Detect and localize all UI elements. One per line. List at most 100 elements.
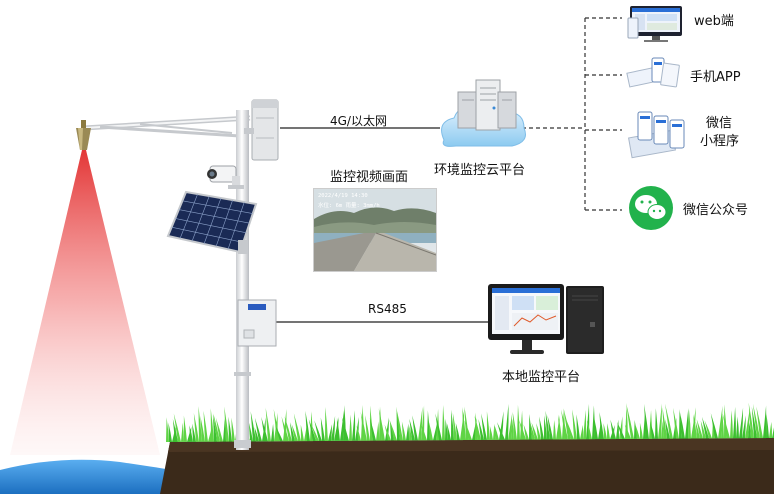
grass-blade bbox=[634, 422, 640, 439]
grass-blade bbox=[284, 416, 292, 442]
grass-blade bbox=[352, 410, 356, 441]
grass-blade bbox=[662, 407, 667, 439]
video-timestamp: 2022/4/19 14:30 bbox=[318, 193, 368, 199]
grass-blade bbox=[275, 425, 283, 442]
grass-blade bbox=[730, 410, 733, 439]
grass-blade bbox=[428, 420, 433, 441]
grass-blade bbox=[679, 409, 682, 439]
grass-blade bbox=[685, 408, 689, 439]
grass-blade bbox=[433, 422, 438, 441]
grass-blade bbox=[580, 424, 584, 440]
grass-blade bbox=[566, 419, 574, 440]
grass-blade bbox=[336, 417, 340, 441]
web-monitor-icon bbox=[627, 6, 682, 42]
grass-blade bbox=[451, 409, 454, 441]
grass-blade bbox=[478, 419, 484, 440]
solar-cell-line bbox=[171, 226, 244, 243]
grass-blade bbox=[396, 406, 403, 441]
grass-blade bbox=[409, 425, 412, 441]
grass-blade bbox=[644, 403, 649, 439]
grass-blade bbox=[489, 425, 493, 440]
phone-app-icon bbox=[626, 57, 680, 88]
surveillance-video-frame: 2022/4/19 14:30 水位: 6m 雨量: 3mm/h bbox=[313, 188, 437, 272]
grass-blade bbox=[745, 408, 750, 439]
grass-blade bbox=[751, 406, 757, 439]
grass-blade bbox=[261, 417, 268, 442]
grass-blade bbox=[248, 422, 253, 442]
grass-blade bbox=[572, 409, 577, 440]
grass-blade bbox=[494, 423, 499, 440]
grass-blade bbox=[497, 422, 505, 440]
solar-panel bbox=[166, 190, 258, 254]
grass-blade bbox=[389, 419, 397, 441]
grass bbox=[166, 402, 774, 443]
desktop-computer-icon bbox=[488, 284, 604, 354]
solar-cell-line bbox=[227, 201, 245, 250]
grass-blade bbox=[650, 421, 655, 439]
grass-blade bbox=[710, 413, 718, 439]
grass-blade bbox=[481, 413, 487, 440]
grass-blade bbox=[558, 414, 562, 440]
grass-blade bbox=[435, 413, 442, 441]
local-platform-label: 本地监控平台 bbox=[502, 370, 581, 385]
ground bbox=[160, 438, 774, 494]
grass-blade bbox=[181, 422, 184, 442]
rs485-link-label: RS485 bbox=[368, 302, 407, 316]
grass-blade bbox=[281, 416, 289, 442]
cloud-server-icon bbox=[441, 79, 526, 147]
rain-gauge bbox=[244, 99, 279, 161]
grass-blade bbox=[673, 407, 679, 439]
camera bbox=[207, 165, 244, 189]
grass-blade bbox=[752, 403, 760, 439]
grass-blade bbox=[553, 419, 556, 440]
grass-blade bbox=[173, 413, 181, 442]
grass-blade bbox=[700, 420, 706, 439]
client-wechat-official-label: 微信公众号 bbox=[683, 203, 749, 218]
video-info-overlay: 水位: 6m 雨量: 3mm/h bbox=[318, 203, 380, 209]
grass-blade bbox=[289, 422, 295, 442]
grass-blade bbox=[200, 415, 205, 442]
radar-level-sensor bbox=[76, 120, 91, 150]
grass-blade bbox=[519, 420, 526, 440]
grass-blade bbox=[452, 412, 457, 441]
video-label: 监控视频画面 bbox=[330, 170, 409, 185]
grass-blade bbox=[624, 424, 631, 439]
grass-blade bbox=[576, 414, 580, 440]
grass-blade bbox=[203, 410, 208, 442]
grass-blade bbox=[193, 413, 199, 442]
grass-blade bbox=[649, 410, 653, 439]
grass-blade bbox=[704, 420, 712, 439]
grass-blade bbox=[617, 422, 625, 440]
grass-blade bbox=[293, 413, 301, 442]
solar-cell-line bbox=[175, 218, 247, 234]
cloud-platform-label: 环境监控云平台 bbox=[434, 163, 526, 178]
grass-blade bbox=[442, 405, 445, 441]
grass-blade bbox=[291, 424, 298, 442]
grass-blade bbox=[634, 419, 637, 439]
grass-blade bbox=[198, 406, 202, 442]
sensor-arm bbox=[83, 115, 251, 138]
grass-blade bbox=[593, 416, 598, 440]
grass-blade bbox=[721, 413, 724, 439]
grass-blade bbox=[314, 420, 322, 442]
grass-blade bbox=[369, 418, 376, 441]
grass-blade bbox=[493, 425, 496, 440]
pole bbox=[236, 110, 249, 450]
grass-blade bbox=[607, 423, 610, 440]
grass-blade bbox=[665, 419, 670, 439]
grass-blade bbox=[462, 407, 466, 441]
grass-blade bbox=[271, 423, 275, 442]
grass-blade bbox=[529, 413, 532, 440]
grass-blade bbox=[189, 425, 193, 442]
video-scene bbox=[314, 189, 436, 271]
grass-blade bbox=[712, 422, 715, 439]
grass-blade bbox=[265, 407, 271, 442]
client-web-label: web端 bbox=[694, 14, 734, 29]
grass-blade bbox=[626, 402, 634, 439]
grass-blade bbox=[547, 415, 553, 440]
grass-blade bbox=[530, 423, 535, 440]
grass-blade bbox=[325, 407, 328, 441]
grass-blade bbox=[365, 415, 370, 441]
grass-blade bbox=[769, 421, 773, 439]
